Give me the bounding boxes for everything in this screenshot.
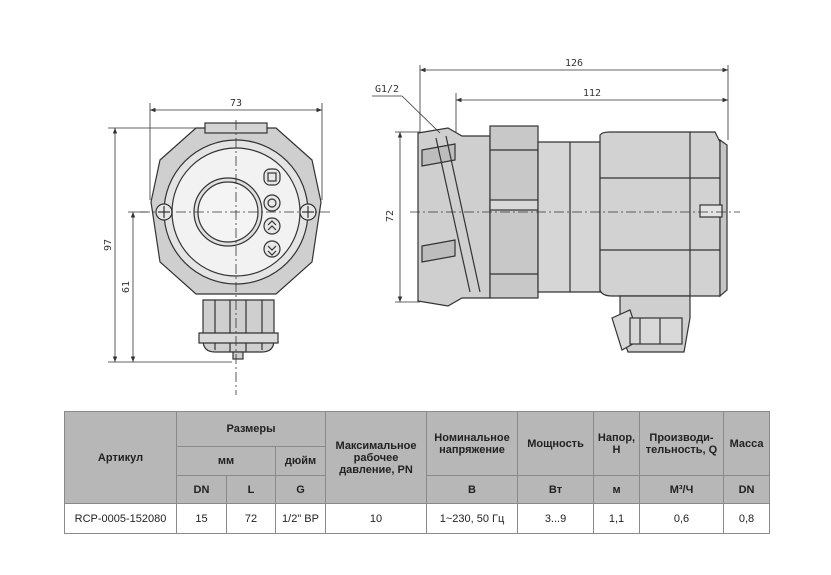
header-sizes: Размеры bbox=[175, 411, 327, 447]
dim-side-height: 72 bbox=[385, 210, 396, 222]
cell-head: 1,1 bbox=[593, 503, 641, 534]
cell-power: 3...9 bbox=[517, 503, 595, 534]
unit-power: Вт bbox=[517, 475, 595, 504]
unit-g: G bbox=[274, 475, 327, 504]
unit-dn: DN bbox=[176, 475, 227, 504]
unit-head: м bbox=[593, 475, 641, 504]
header-mm: мм bbox=[176, 446, 276, 476]
cell-pressure: 10 bbox=[325, 503, 428, 534]
cell-flow: 0,6 bbox=[639, 503, 725, 534]
header-head: Напор, Н bbox=[593, 411, 641, 476]
dim-front-height-total: 97 bbox=[103, 239, 114, 251]
unit-flow: М³/Ч bbox=[639, 475, 725, 504]
table-row: RCP-0005-152080 15 72 1/2" ВР 10 1~230, … bbox=[64, 503, 771, 534]
dim-front-width: 73 bbox=[230, 98, 242, 109]
cell-article: RCP-0005-152080 bbox=[64, 503, 177, 534]
dim-front-height-lower: 61 bbox=[121, 281, 132, 293]
dim-thread: G1/2 bbox=[375, 84, 399, 95]
unit-voltage: В bbox=[426, 475, 519, 504]
technical-drawing: 73 97 61 bbox=[103, 58, 740, 395]
unit-mass: DN bbox=[723, 475, 771, 504]
header-power: Мощность bbox=[517, 411, 595, 476]
cell-mass: 0,8 bbox=[723, 503, 771, 534]
cell-g: 1/2" ВР bbox=[274, 503, 327, 534]
front-centerlines bbox=[140, 120, 333, 395]
dim-side-length-body: 112 bbox=[583, 88, 601, 99]
cell-voltage: 1~230, 50 Гц bbox=[426, 503, 519, 534]
front-dimension-lines bbox=[108, 103, 323, 363]
header-flow: Производи-тельность, Q bbox=[639, 411, 725, 476]
cell-l: 72 bbox=[226, 503, 276, 534]
header-voltage: Номинальное напряжение bbox=[426, 411, 519, 476]
side-dimension-lines bbox=[372, 65, 729, 303]
spec-table: Артикул Размеры Максимальное рабочее дав… bbox=[64, 411, 771, 534]
header-article: Артикул bbox=[64, 411, 177, 504]
cell-dn: 15 bbox=[176, 503, 227, 534]
pump-side-view bbox=[417, 125, 728, 353]
header-inch: дюйм bbox=[274, 446, 327, 476]
header-max-pressure: Максимальное рабочее давление, PN bbox=[325, 411, 428, 504]
dim-side-length-total: 126 bbox=[565, 58, 583, 69]
header-mass: Масса bbox=[723, 411, 771, 476]
unit-l: L bbox=[226, 475, 276, 504]
